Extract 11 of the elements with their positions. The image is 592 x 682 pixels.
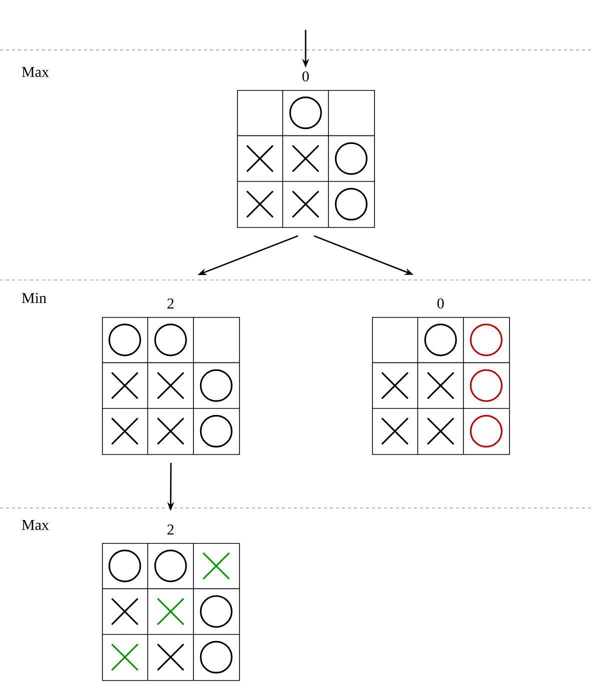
node-value: 0: [302, 71, 309, 82]
node-value: 2: [168, 298, 174, 308]
node-value: 2: [168, 524, 174, 534]
board-grid: [102, 542, 240, 681]
level-label: Max: [22, 67, 49, 77]
board-grid: [102, 316, 240, 455]
level-label: Max: [22, 520, 49, 530]
level-label: Min: [22, 293, 46, 303]
board-grid: [236, 90, 375, 228]
board-grid: [372, 316, 510, 455]
node-value: 0: [437, 298, 444, 308]
